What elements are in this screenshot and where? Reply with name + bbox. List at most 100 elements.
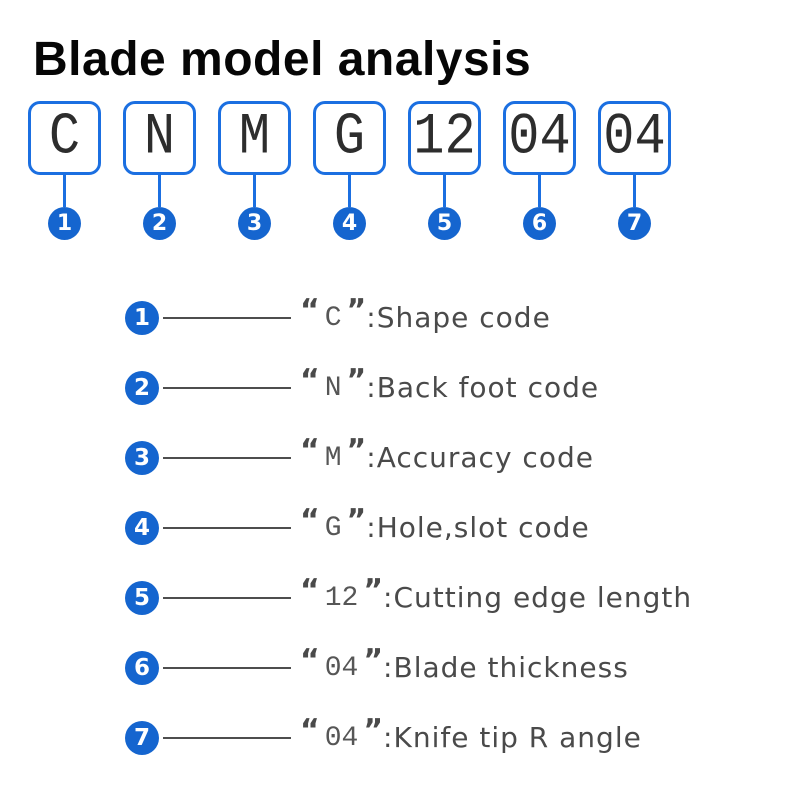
connector-line (348, 175, 351, 207)
step-badge-number: 6 (531, 210, 548, 236)
leader-line (163, 387, 291, 389)
step-badge-5: 5 (428, 207, 461, 240)
open-quote: “ (300, 572, 320, 608)
legend-code: 04 (324, 722, 359, 754)
leader-line (163, 737, 291, 739)
legend-badge-number: 4 (133, 514, 150, 541)
step-badge-number: 4 (341, 210, 358, 236)
legend-label: Hole,slot code (376, 510, 590, 544)
connector-line (538, 175, 541, 207)
legend-badge-7: 7 (125, 721, 159, 755)
close-quote: ” (363, 642, 384, 678)
code-column-2: N 2 (123, 101, 196, 240)
step-badge-6: 6 (523, 207, 556, 240)
legend-badge-5: 5 (125, 581, 159, 615)
open-quote: “ (300, 432, 320, 468)
close-quote: ” (346, 502, 367, 538)
legend-badge-6: 6 (125, 651, 159, 685)
connector-line (158, 175, 161, 207)
code-box-char: N (143, 104, 176, 171)
code-box-3: M (218, 101, 291, 175)
legend-text: “12”:Cutting edge length (300, 575, 693, 614)
legend-row-2: 2 “N”:Back foot code (125, 365, 692, 405)
code-box-6: 04 (503, 101, 576, 175)
legend-badge-number: 5 (133, 584, 150, 611)
step-badge-number: 1 (56, 210, 73, 236)
code-box-5: 12 (408, 101, 481, 175)
open-quote: “ (300, 642, 320, 678)
connector-line (253, 175, 256, 207)
open-quote: “ (300, 502, 320, 538)
step-badge-4: 4 (333, 207, 366, 240)
connector-line (633, 175, 636, 207)
step-badge-number: 2 (151, 210, 168, 236)
legend-separator: : (366, 300, 377, 334)
code-box-4: G (313, 101, 386, 175)
code-column-4: G 4 (313, 101, 386, 240)
code-box-char: 04 (603, 104, 666, 171)
code-box-char: G (333, 104, 366, 171)
legend-badge-number: 3 (133, 444, 150, 471)
legend-badge-number: 2 (133, 374, 150, 401)
legend-text: “C”:Shape code (300, 295, 551, 334)
legend-text: “G”:Hole,slot code (300, 505, 590, 544)
code-box-7: 04 (598, 101, 671, 175)
close-quote: ” (346, 432, 367, 468)
code-box-char: C (48, 104, 81, 171)
legend-label: Shape code (376, 300, 551, 334)
leader-line (163, 527, 291, 529)
legend-text: “N”:Back foot code (300, 365, 600, 404)
legend-label: Back foot code (376, 370, 600, 404)
step-badge-number: 3 (246, 210, 263, 236)
legend-row-1: 1 “C”:Shape code (125, 295, 692, 335)
legend-code: 04 (324, 652, 359, 684)
legend-separator: : (366, 510, 377, 544)
open-quote: “ (300, 362, 320, 398)
page-title: Blade model analysis (33, 33, 532, 86)
code-column-3: M 3 (218, 101, 291, 240)
legend-separator: : (383, 720, 394, 754)
leader-line (163, 317, 291, 319)
step-badge-number: 5 (436, 210, 453, 236)
legend-text: “04”:Blade thickness (300, 645, 629, 684)
step-badge-1: 1 (48, 207, 81, 240)
legend-separator: : (366, 440, 377, 474)
open-quote: “ (300, 712, 320, 748)
connector-line (63, 175, 66, 207)
legend-badge-number: 6 (133, 654, 150, 681)
legend-separator: : (366, 370, 377, 404)
step-badge-7: 7 (618, 207, 651, 240)
legend-separator: : (383, 650, 394, 684)
legend-label: Accuracy code (376, 440, 594, 474)
close-quote: ” (363, 712, 384, 748)
legend-label: Knife tip R angle (393, 720, 642, 754)
legend-badge-1: 1 (125, 301, 159, 335)
legend-badge-4: 4 (125, 511, 159, 545)
legend-badge-number: 7 (133, 724, 150, 751)
legend-label: Cutting edge length (393, 580, 693, 614)
code-box-char: 04 (508, 104, 571, 171)
close-quote: ” (363, 572, 384, 608)
code-box-char: 12 (413, 104, 476, 171)
code-column-6: 04 6 (503, 101, 576, 240)
code-box-2: N (123, 101, 196, 175)
legend-badge-number: 1 (133, 304, 150, 331)
step-badge-number: 7 (626, 210, 643, 236)
legend-row-3: 3 “M”:Accuracy code (125, 435, 692, 475)
legend-text: “M”:Accuracy code (300, 435, 594, 474)
code-column-5: 12 5 (408, 101, 481, 240)
legend-separator: : (383, 580, 394, 614)
legend: 1 “C”:Shape code 2 “N”:Back foot code 3 … (125, 295, 693, 791)
leader-line (163, 667, 291, 669)
code-box-char: M (238, 104, 271, 171)
legend-badge-3: 3 (125, 441, 159, 475)
leader-line (163, 457, 291, 459)
legend-row-4: 4 “G”:Hole,slot code (125, 505, 692, 545)
legend-code: C (324, 302, 342, 334)
legend-row-7: 7 “04”:Knife tip R angle (125, 715, 692, 755)
legend-code: G (324, 512, 342, 544)
legend-label: Blade thickness (393, 650, 629, 684)
leader-line (163, 597, 291, 599)
close-quote: ” (346, 362, 367, 398)
